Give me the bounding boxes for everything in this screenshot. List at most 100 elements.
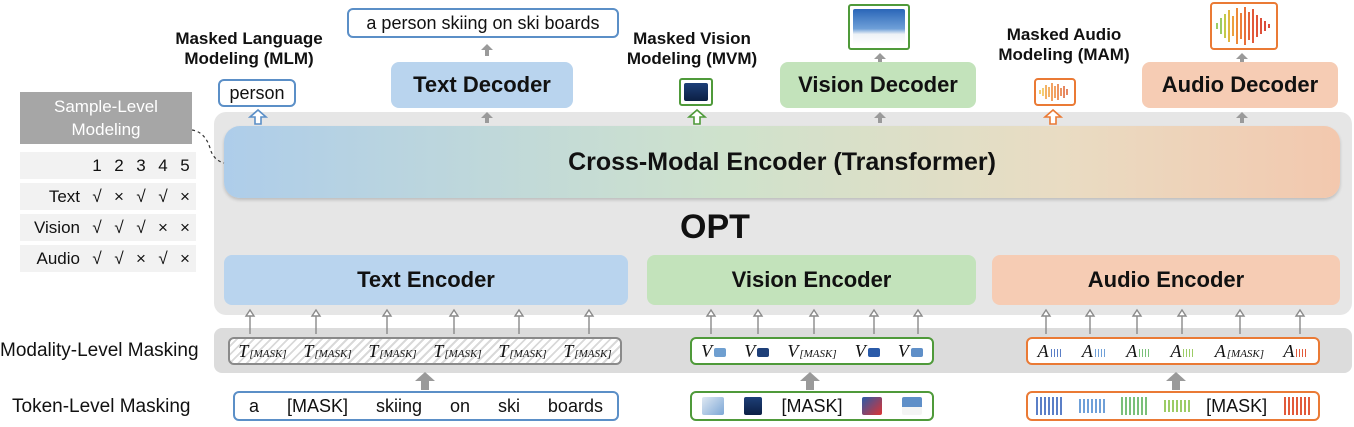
vision-encoder: Vision Encoder [647,255,976,305]
audio-token: A [1283,341,1309,362]
model-name: OPT [680,207,750,246]
audio-segment-icon [1283,397,1310,415]
mvm-task-line1: Masked Vision [633,29,751,48]
text-decoder: Text Decoder [391,62,573,108]
audio-decoder: Audio Decoder [1142,62,1338,108]
image-patch-icon [862,397,883,415]
masked-text-token: T[MASK] [303,340,352,361]
mam-task-line2: Modeling (MAM) [998,45,1130,64]
audio-encoder: Audio Encoder [992,255,1340,305]
audio-segment-icon [1050,348,1063,357]
token-level-label: Token-Level Masking [12,396,191,417]
mam-task-label: Masked Audio Modeling (MAM) [976,25,1152,65]
table-cell: √ [86,214,108,241]
text-token: on [449,395,470,416]
mlm-task-line2: Modeling (MLM) [184,49,314,68]
table-cell: √ [130,183,152,210]
table-cell: × [108,183,130,210]
mvm-output-arrow [686,108,708,125]
audio-token: A [1038,341,1063,362]
row-label: Audio [20,245,86,272]
skier-sky-image-icon [853,9,905,45]
waveform-icon [1039,83,1068,101]
image-patch-icon [701,397,724,415]
column-header: 3 [130,152,152,179]
text-token: skiing [375,395,422,416]
audio-segment-icon [1078,399,1105,413]
text-token: [MASK] [286,395,348,416]
masked-text-token: T[MASK] [368,340,417,361]
masked-text-token: T[MASK] [563,340,612,361]
sample-level-connector [191,129,225,164]
mlm-output-box: person [218,79,296,107]
audio-segment-icon [1183,348,1196,357]
audio-decoder-output-frame [1210,2,1278,50]
image-patch-icon [867,347,880,357]
mlm-output-arrow [247,108,269,125]
audio-segment-icon [1121,397,1148,415]
image-patch-icon [902,397,923,415]
column-header: 5 [174,152,196,179]
masked-text-tokens: T[MASK] T[MASK] T[MASK] T[MASK] T[MASK] … [228,337,622,365]
table-cell: √ [86,183,108,210]
audio-mask-token: A[MASK] [1214,340,1265,361]
audio-segment-icon [1296,348,1309,357]
mam-output-waveform-frame [1034,78,1076,106]
table-header-row: 1 2 3 4 5 [20,152,196,179]
table-cell: × [174,183,196,210]
table-cell: √ [86,245,108,272]
mvm-task-line2: Modeling (MVM) [626,49,758,68]
audio-segment-icon [1036,397,1063,415]
vision-token: V [744,341,770,362]
text-decoder-output-box: a person skiing on ski boards [347,8,619,38]
masked-text-token: T[MASK] [238,340,287,361]
text-encoder: Text Encoder [224,255,628,305]
mam-task-line1: Masked Audio [1006,25,1122,44]
image-patch-icon [757,347,770,357]
masked-text-token: T[MASK] [498,340,547,361]
table-cell: × [174,245,196,272]
token-level-up-arrows [415,372,1186,390]
sample-level-title-line1: Sample-Level [54,97,158,116]
token-level-vision-tokens: [MASK] [690,391,934,421]
table-cell: × [174,214,196,241]
vision-decoder-output-frame [848,4,910,50]
table-cell: √ [152,183,174,210]
modality-level-label: Modality-Level Masking [0,340,199,361]
image-patch-icon [743,397,762,415]
table-cell: × [130,245,152,272]
column-header: 2 [108,152,130,179]
vision-modality-tokens: V V V[MASK] V V [690,337,934,365]
mvm-output-image-frame [679,78,713,106]
mlm-task-label: Masked Language Modeling (MLM) [160,29,338,69]
table-cell: √ [152,245,174,272]
text-token: ski [497,395,520,416]
image-patch-icon [714,347,727,357]
text-token: a [248,395,259,416]
sample-level-title: Sample-Level Modeling [20,92,192,144]
masked-text-token: T[MASK] [433,340,482,361]
audio-segment-icon [1163,400,1190,412]
decoder-input-arrows [481,44,1248,123]
audio-segment-icon [1139,348,1152,357]
table-cell: × [152,214,174,241]
mlm-task-line1: Masked Language [175,29,323,48]
table-row: Vision √ √ √ × × [20,214,196,241]
audio-segment-icon [1094,348,1107,357]
cross-modal-encoder: Cross-Modal Encoder (Transformer) [224,126,1340,198]
row-label: Text [20,183,86,210]
table-row: Text √ × √ √ × [20,183,196,210]
table-row: Audio √ √ × √ × [20,245,196,272]
sample-level-title-line2: Modeling [71,120,141,139]
text-token: boards [547,395,603,416]
image-patch-icon [910,347,923,357]
mvm-task-label: Masked Vision Modeling (MVM) [612,29,772,69]
audio-token: A [1170,341,1196,362]
waveform-icon [1216,7,1270,45]
table-cell: √ [130,214,152,241]
token-to-encoder-arrows [244,308,1306,334]
vision-token: V [701,341,727,362]
audio-modality-tokens: A A A A A[MASK] A [1026,337,1320,365]
mam-output-arrow [1042,108,1064,125]
